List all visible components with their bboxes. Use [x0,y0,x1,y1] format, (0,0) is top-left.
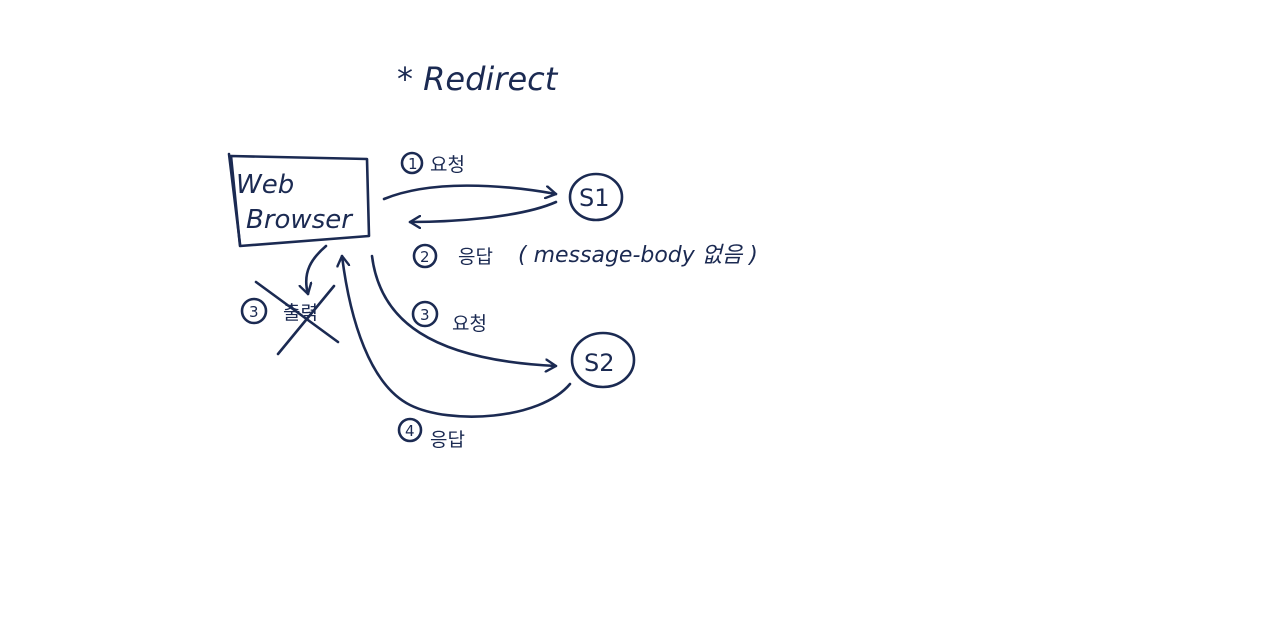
step-2-detail: ( message-body 없음 ) [518,243,758,268]
step-4-number-circle [397,417,423,443]
step-2-number-circle [412,243,438,269]
server-s1-circle [568,172,624,222]
step-4-text: 응답 [430,429,465,451]
strike-line-2 [276,284,336,356]
step-3-output-label: 3 출력 [240,280,340,356]
web-browser-label-line1: Web [236,170,294,200]
step-3-request-number-circle [411,300,439,328]
step-3-request-number: 3 [420,306,430,324]
step-1-number: 1 [408,155,418,173]
arrow-request-1 [382,184,558,201]
step-3-request-text: 요청 [452,313,487,335]
server-s2-label: S2 [584,349,615,377]
strike-line-1 [254,280,340,344]
step-1-label: 1 요청 [400,151,465,176]
step-1-number-circle [400,151,424,175]
step-2-number: 2 [420,248,430,266]
arrow-output-3 [306,244,328,296]
step-2-text: 응답 [458,246,493,268]
step-3-output-number-circle [240,297,268,325]
web-browser-node: Web Browser [227,152,371,248]
server-s1-node: S1 [568,172,624,222]
step-4-label: 4 응답 [397,417,465,451]
server-s2-circle [570,331,636,389]
server-s2-node: S2 [570,331,636,389]
step-2-label: 2 응답 ( message-body 없음 ) [412,243,758,269]
arrow-request-3 [370,254,558,366]
arrow-response-2 [408,200,558,222]
diagram-title: * Redirect [397,60,559,98]
arrow-response-4 [342,254,572,418]
step-1-text: 요청 [430,154,465,176]
web-browser-label-line2: Browser [246,205,354,235]
step-4-number: 4 [405,422,415,440]
step-3-request-label: 3 요청 [411,300,487,335]
step-3-output-number: 3 [249,303,259,321]
server-s1-label: S1 [579,184,610,212]
